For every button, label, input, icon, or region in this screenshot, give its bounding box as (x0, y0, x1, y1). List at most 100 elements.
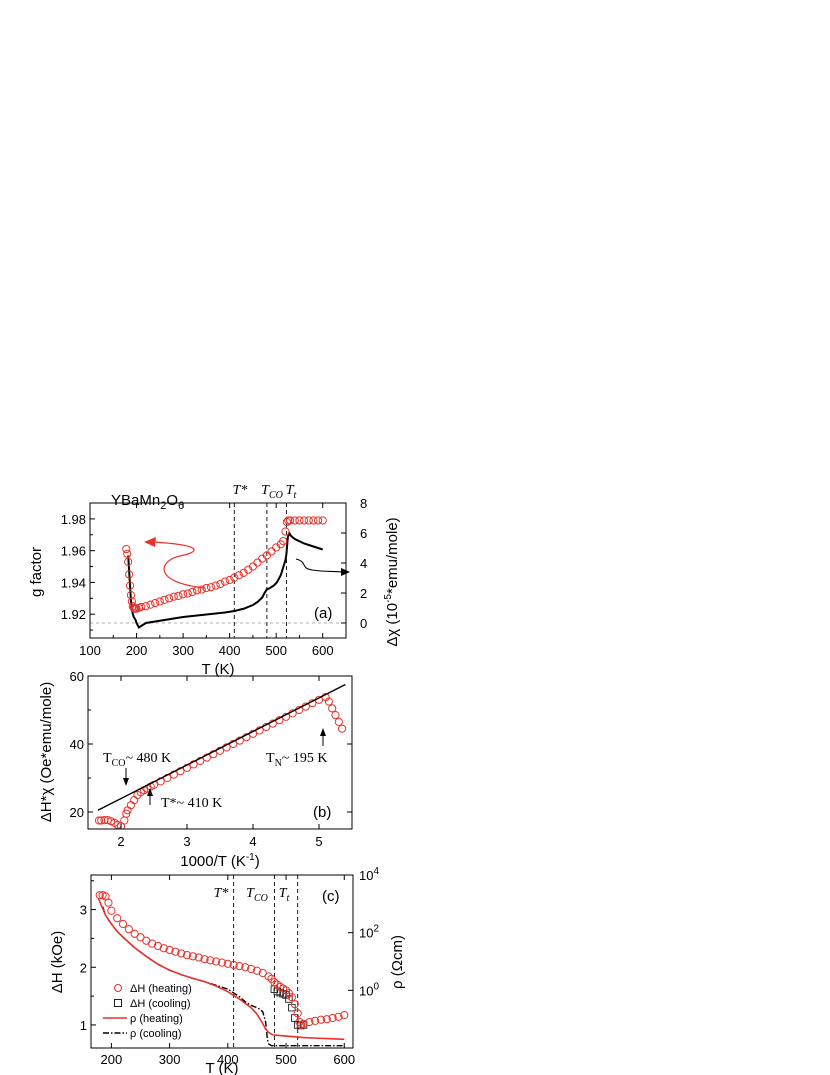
panel-b-ticks (88, 675, 352, 829)
dh-heating-point (247, 964, 256, 974)
g-factor-point (169, 592, 178, 601)
panel-c-transition-label-tt: Tt (279, 886, 290, 904)
panel-a-ticks (89, 502, 347, 638)
legend-item-rho-cooling: ρ (cooling) (103, 1028, 182, 1040)
legend-label-rho-cooling: ρ (cooling) (130, 1028, 182, 1040)
panel-b-y-axis-label: ΔH*χ (Oe*emu/mole) (38, 682, 55, 822)
g-factor-point (248, 562, 258, 571)
x-tick-label: 3 (183, 834, 190, 849)
dh-heating-point (252, 966, 262, 975)
panel-a-y2-axis-label: Δχ (10-5*emu/mole) (383, 517, 401, 646)
dh-heating-point (305, 1017, 314, 1027)
panel-a-label: (a) (314, 605, 332, 622)
dh-heating-point (258, 968, 267, 978)
annotation-tco: TCO~ 480 K (103, 751, 171, 769)
left-arrow-icon (144, 537, 206, 589)
dh-heating-point (182, 951, 192, 960)
g-factor-point (124, 570, 134, 579)
g-factor-point (137, 602, 146, 612)
legend-item-dh-cooling: ΔH (cooling) (114, 998, 191, 1010)
panel-a-y-tick-labels: 1.921.941.961.98 (61, 512, 86, 622)
dh-heating-point (290, 1000, 299, 1009)
panel-c-transition-label-tco: TCO (246, 886, 268, 904)
legend-item-rho-heating: ρ (heating) (103, 1013, 183, 1025)
annotation-tstar: T*~ 410 K (161, 796, 222, 811)
g-factor-point (234, 571, 244, 580)
g-factor-point (253, 558, 262, 567)
dh-heating-point (264, 972, 273, 981)
dh-heating-point (159, 944, 168, 953)
panel-c-ticks (91, 874, 353, 1048)
fit-line (97, 683, 346, 811)
panel-a-transition-label-tstar: T* (233, 483, 248, 498)
legend-label-rho-heating: ρ (heating) (130, 1013, 183, 1025)
dh-heating-point (104, 898, 113, 907)
x-tick-label: 5 (315, 834, 322, 849)
g-factor-point (318, 516, 327, 525)
g-factor-point (146, 600, 155, 609)
dh-heating-point (287, 993, 296, 1002)
dh-heating-point (177, 949, 186, 958)
data-point (126, 801, 135, 810)
g-factor-point (174, 591, 183, 601)
g-factor-point (165, 594, 174, 603)
x-tick-label: 600 (312, 643, 334, 658)
tco-arrow-icon (123, 768, 129, 786)
panel-c-plot-layer (95, 875, 349, 1048)
x-tick-label: 500 (275, 1052, 297, 1067)
x-tick-label: 300 (172, 643, 194, 658)
panel-b-plot-layer (94, 683, 347, 829)
g-factor-point (206, 583, 216, 592)
dh-heating-point (165, 945, 174, 955)
dh-heating-point (118, 919, 128, 929)
g-factor-point (267, 547, 276, 556)
g-factor-point (188, 587, 197, 597)
data-point (189, 760, 198, 769)
dh-heating-point (270, 978, 279, 987)
y-tick-label: 1.96 (61, 544, 86, 559)
g-factor-point (141, 602, 150, 611)
dh-heating-point (334, 1012, 343, 1021)
g-factor-point (125, 581, 135, 590)
dh-heating-point (107, 906, 116, 915)
g-factor-point (309, 516, 318, 525)
y-tick-label: 20 (70, 805, 84, 820)
dh-heating-point (273, 980, 282, 989)
data-point (97, 816, 106, 825)
data-point (130, 796, 139, 805)
dh-heating-point (293, 1009, 302, 1018)
dh-heating-point (223, 959, 232, 968)
dh-heating-point (340, 1011, 349, 1020)
y2-tick-label: 6 (360, 526, 367, 541)
g-factor-point (304, 516, 313, 525)
g-factor-point (178, 590, 188, 599)
panel-a-x-axis-label: T (K) (201, 661, 234, 678)
y-tick-label: 2 (80, 960, 87, 975)
g-factor-point (124, 557, 133, 566)
data-point (331, 711, 340, 720)
y2-tick-label: 4 (360, 556, 367, 571)
y-tick-label: 60 (70, 669, 84, 684)
dh-heating-point (200, 955, 209, 964)
dh-heating-point (188, 952, 197, 961)
panel-a-title: YBaMn2O6 (111, 492, 184, 512)
dh-heating-point (328, 1013, 337, 1023)
dh-heating-point (281, 986, 291, 995)
panel-c-frame (90, 874, 354, 1049)
g-factor-point (122, 544, 131, 554)
g-factor-point (211, 581, 220, 590)
g-factor-point (216, 579, 225, 589)
y-tick-label: 1 (80, 1018, 87, 1033)
y-tick-label: 1.98 (61, 512, 86, 527)
dh-heating-point (153, 941, 163, 951)
x-tick-label: 400 (217, 1052, 239, 1067)
tstar-arrow-icon (147, 788, 153, 805)
dh-heating-point (95, 891, 104, 900)
legend-label-dh-heating: ΔH (heating) (130, 983, 192, 995)
